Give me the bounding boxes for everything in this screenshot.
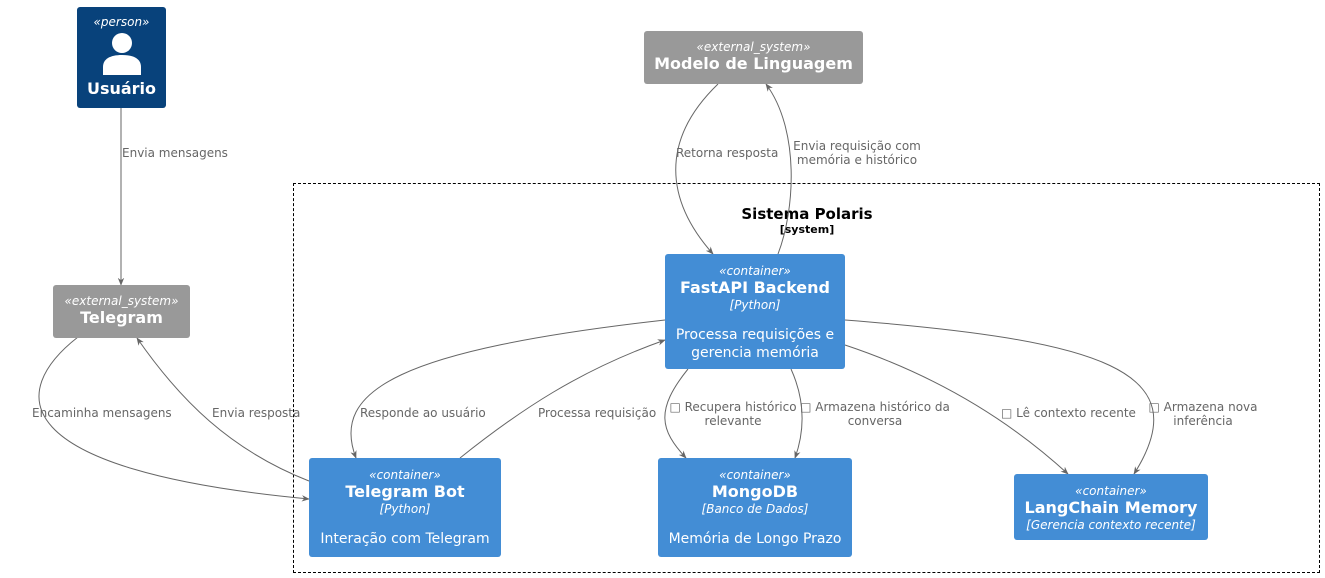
node-bot-stereotype: «container» [369, 468, 441, 482]
edge-label-armazena-inferencia-line1: □ Armazena nova [1148, 400, 1258, 414]
edge-label-armazena-historico-line2: conversa [847, 414, 903, 428]
node-fastapi-stereotype: «container» [719, 264, 791, 278]
node-langchain-memory[interactable]: «container» LangChain Memory [Gerencia c… [1014, 474, 1208, 540]
edge-fastapi-langchain-1 [844, 344, 1069, 475]
edge-fastapi-bot [350, 319, 666, 459]
person-icon [102, 33, 141, 75]
edge-label-envia-mensagens: Envia mensagens [122, 146, 228, 160]
edge-label-le-contexto: □ Lê contexto recente [1001, 406, 1136, 420]
edge-fastapi-modelo [765, 83, 792, 255]
edge-fastapi-langchain-2 [844, 319, 1155, 475]
boundary-type: [system] [779, 223, 835, 236]
node-modelo-stereotype: «external_system» [696, 40, 811, 54]
node-usuario[interactable]: «person» Usuário [77, 7, 166, 108]
node-telegram-bot[interactable]: «container» Telegram Bot [Python] Intera… [309, 458, 501, 557]
edge-bot-telegram [136, 337, 310, 482]
node-langchain-tech: [Gerencia contexto recente] [1026, 518, 1196, 532]
node-modelo-linguagem[interactable]: «external_system» Modelo de Linguagem [644, 31, 863, 84]
node-bot-tech: [Python] [379, 502, 431, 516]
edge-label-recupera: □ Recupera histórico relevante [668, 400, 798, 428]
edge-label-armazena-historico: □ Armazena histórico da conversa [800, 400, 950, 428]
node-fastapi-desc-line1: Processa requisições e [675, 327, 835, 343]
edge-label-armazena-inferencia-line2: inferência [1173, 414, 1233, 428]
edge-label-retorna-resposta: Retorna resposta [676, 146, 779, 160]
node-usuario-title: Usuário [86, 79, 157, 98]
node-bot-desc: Interação com Telegram [320, 531, 490, 547]
node-mongo-title: MongoDB [711, 482, 799, 501]
node-mongo-stereotype: «container» [719, 468, 791, 482]
edge-label-armazena-historico-line1: □ Armazena histórico da [800, 400, 950, 414]
node-fastapi-title: FastAPI Backend [680, 278, 830, 297]
edge-label-recupera-line1: □ Recupera histórico [669, 400, 797, 414]
edge-fastapi-mongo-2 [790, 368, 803, 459]
node-usuario-stereotype: «person» [93, 15, 150, 29]
edge-label-envia-requisicao-line1: Envia requisição com [793, 139, 921, 153]
node-langchain-stereotype: «container» [1075, 484, 1147, 498]
edge-fastapi-mongo-1 [664, 368, 689, 459]
edge-label-armazena-inferencia: □ Armazena nova inferência [1148, 400, 1258, 428]
node-fastapi-tech: [Python] [729, 298, 781, 312]
node-bot-title: Telegram Bot [345, 482, 465, 501]
system-boundary [293, 183, 1320, 573]
edge-bot-fastapi [459, 339, 666, 459]
node-mongo-tech: [Banco de Dados] [701, 502, 809, 516]
edge-label-envia-resposta: Envia resposta [212, 406, 301, 420]
node-telegram-stereotype: «external_system» [64, 294, 179, 308]
node-langchain-title: LangChain Memory [1024, 498, 1198, 517]
edge-label-encaminha-mensagens: Encaminha mensagens [32, 406, 172, 420]
boundary-title: Sistema Polaris [741, 205, 873, 223]
node-modelo-title: Modelo de Linguagem [654, 54, 853, 73]
edge-modelo-fastapi [675, 83, 719, 255]
node-fastapi-desc-line2: gerencia memória [691, 345, 819, 361]
node-mongo-desc: Memória de Longo Prazo [668, 531, 842, 547]
node-fastapi-backend[interactable]: «container» FastAPI Backend [Python] Pro… [665, 254, 845, 369]
node-telegram-title: Telegram [80, 308, 163, 327]
edge-label-envia-requisicao: Envia requisição com memória e histórico [790, 139, 924, 167]
edge-telegram-bot [38, 336, 310, 502]
edge-label-processa-requisicao: Processa requisição [538, 406, 657, 420]
edge-label-envia-requisicao-line2: memória e histórico [796, 153, 918, 167]
node-mongodb[interactable]: «container» MongoDB [Banco de Dados] Mem… [658, 458, 852, 557]
edge-label-recupera-line2: relevante [704, 414, 762, 428]
edge-label-responde-usuario: Responde ao usuário [360, 406, 486, 420]
node-telegram[interactable]: «external_system» Telegram [53, 285, 190, 338]
